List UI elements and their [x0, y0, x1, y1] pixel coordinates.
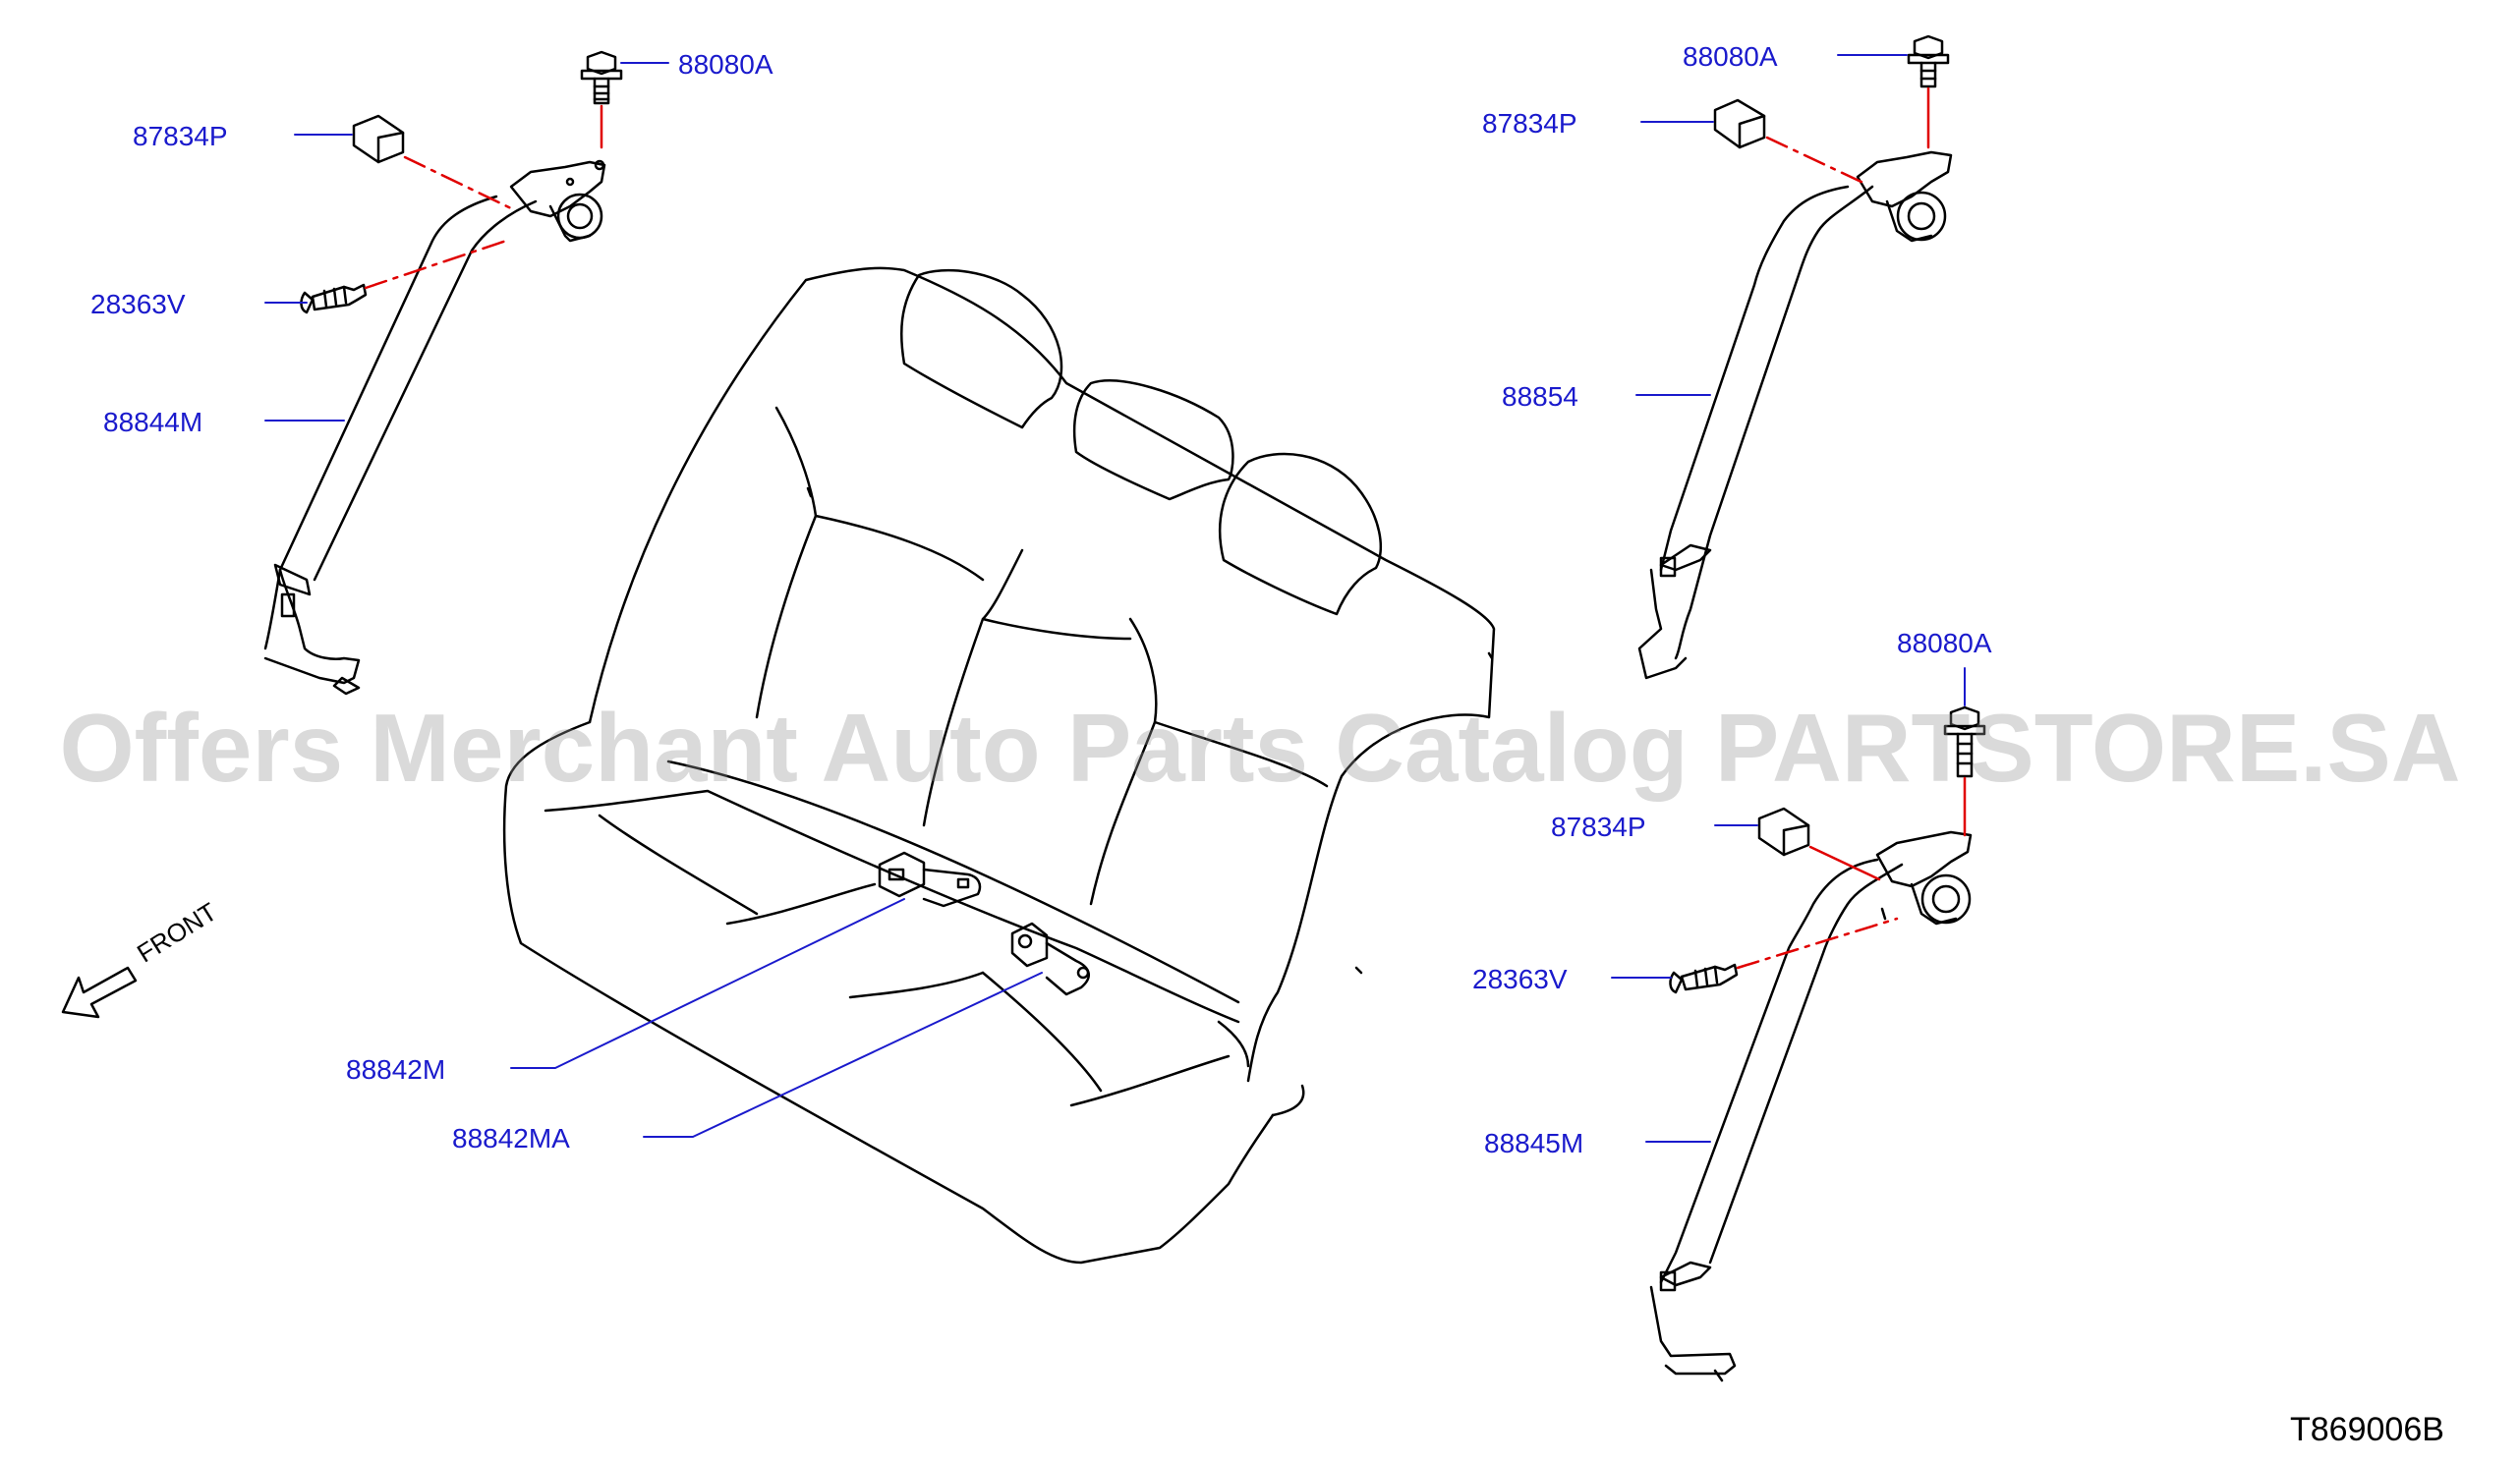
callout-leaders [264, 54, 1966, 1143]
drawing-id: T869006B [2290, 1411, 2444, 1448]
callout-buckle-right: 88842MA [452, 1123, 570, 1154]
callout-buckle-left: 88842M [346, 1054, 446, 1085]
callout-bolt-left: 88080A [678, 49, 773, 80]
callout-cover-right-top: 87834P [1482, 108, 1577, 139]
left-belt-assembly [263, 50, 623, 696]
watermark-text: Offers Merchant Auto Parts Catalog PARTS… [59, 694, 2461, 802]
front-direction-arrow [61, 966, 138, 1019]
callout-bolt-right-bottom: 88080A [1897, 628, 1992, 658]
callout-bolt-right-top: 88080A [1683, 41, 1778, 72]
callout-belt-left: 88844M [103, 407, 203, 437]
center-belt-assembly [1637, 34, 1953, 680]
callout-belt-right: 88845M [1484, 1128, 1584, 1158]
callout-cover-left: 87834P [133, 121, 228, 151]
assembly-axes [364, 86, 1967, 970]
callout-screw-left: 28363V [90, 289, 186, 319]
callout-screw-right: 28363V [1472, 964, 1568, 994]
callout-belt-center: 88854 [1502, 381, 1578, 412]
callout-cover-right-bottom: 87834P [1551, 812, 1646, 842]
rear-seat-outline [502, 266, 1496, 1265]
right-belt-assembly [1649, 705, 1986, 1382]
buckle-left-88842M [878, 851, 982, 908]
buckle-right-88842MA [1010, 922, 1090, 996]
